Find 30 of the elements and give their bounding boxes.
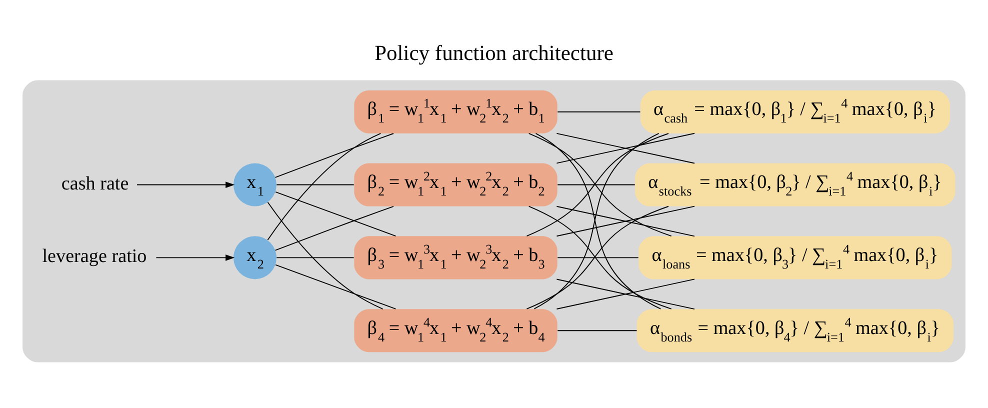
connector [556, 205, 695, 236]
node-box: β$_{2}$ = w$_{1}$$^{2}$x$_{1}$ + w$_{2}$$^{2}$x$_{2}$ + b$_{2}$ [354, 162, 558, 206]
connector [557, 256, 639, 258]
connector [557, 110, 641, 112]
cluster [22, 80, 966, 362]
node-circle: x$_{2}$ [233, 236, 276, 279]
connector [267, 201, 384, 309]
node-box: α$_{stocks}$ = max{0, β$_{2}$} / ∑$_{i=1}$$^{4}$ max{0, β$_{i}$} [635, 162, 956, 206]
node-box: α$_{cash}$ = max{0, β$_{1}$} / ∑$_{i=1}$$^{4}$ max{0, β$_{i}$} [640, 90, 950, 133]
node-circle: x$_{1}$ [233, 162, 276, 206]
node-box: β$_{1}$ = w$_{1}$$^{1}$x$_{1}$ + w$_{2}$$^{1}$x$_{2}$ + b$_{1}$ [354, 90, 558, 133]
node-box: α$_{loans}$ = max{0, β$_{3}$} / ∑$_{i=1}$$^{4}$ max{0, β$_{i}$} [638, 236, 952, 279]
connector [276, 256, 354, 258]
node-text: cash rate [61, 172, 129, 194]
connector [557, 330, 638, 331]
diagram-title: Policy function architecture [374, 40, 614, 64]
arrow [136, 181, 235, 188]
node-box: β$_{4}$ = w$_{1}$$^{4}$x$_{1}$ + w$_{2}$$^{4}$x$_{2}$ + b$_{4}$ [354, 308, 558, 352]
connector [274, 132, 394, 178]
connector [276, 184, 354, 185]
node-text: leverage ratio [42, 246, 147, 267]
node-box: β$_{3}$ = w$_{1}$$^{3}$x$_{1}$ + w$_{2}$$^{3}$x$_{2}$ + b$_{3}$ [354, 236, 558, 279]
node-box: α$_{bonds}$ = max{0, β$_{4}$} / ∑$_{i=1}$$^{4}$ max{0, β$_{i}$} [636, 308, 954, 352]
connector [275, 264, 396, 309]
connector [557, 184, 636, 185]
connector [556, 132, 695, 164]
connector [274, 205, 394, 250]
arrow [156, 254, 235, 260]
connector [275, 190, 396, 236]
connector [267, 132, 382, 240]
